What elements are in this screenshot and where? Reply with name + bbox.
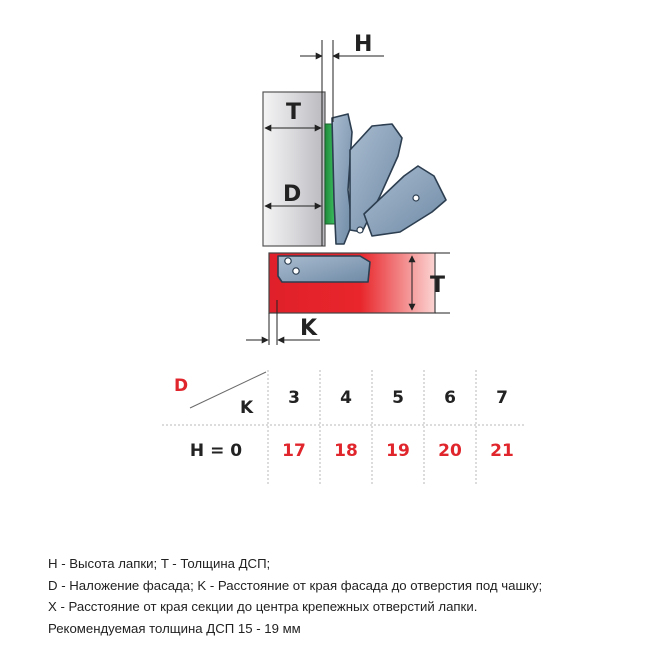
- k-label: K: [300, 316, 318, 341]
- hinge-screw: [292, 267, 300, 275]
- t-right-label: T: [430, 273, 445, 298]
- hinge-pivot: [412, 194, 420, 202]
- k-value: 4: [340, 388, 352, 408]
- corner-d-label: D: [174, 376, 189, 396]
- h-label: H: [354, 32, 372, 57]
- hinge-cup: [277, 255, 371, 283]
- d-label: D: [283, 182, 301, 207]
- table-grid: [162, 370, 526, 486]
- legend-line: D - Наложение фасада; K - Расстояние от …: [48, 577, 543, 593]
- legend: H - Высота лапки; T - Толщина ДСП; D - Н…: [48, 553, 658, 639]
- hinge-lever: [349, 123, 403, 233]
- h-value: 18: [334, 441, 358, 461]
- h-value: 20: [438, 441, 462, 461]
- k-value: 5: [392, 388, 404, 408]
- legend-line: Рекомендуемая толщина ДСП 15 - 19 мм: [48, 620, 301, 636]
- hinge-arm: [331, 113, 353, 245]
- corner-k-label: K: [240, 398, 254, 418]
- legend-line: H - Высота лапки; T - Толщина ДСП;: [48, 556, 271, 571]
- t-top-label: T: [286, 100, 301, 125]
- h-value: 21: [490, 441, 514, 461]
- side-panel: [262, 91, 326, 247]
- parameter-table: D K 3 4 5 6 7 H = 0 17 18 19 20 21: [160, 368, 528, 488]
- hinge-mechanism: [277, 113, 447, 283]
- t-right-dimension: [408, 252, 450, 314]
- k-value: 7: [496, 388, 508, 408]
- legend-line: X - Расстояние от края секции до центра …: [48, 599, 478, 614]
- k-value: 3: [288, 388, 300, 408]
- h-value: 19: [386, 441, 410, 461]
- hinge-pivot: [356, 226, 364, 234]
- hinge-link: [363, 165, 447, 237]
- k-value: 6: [444, 388, 456, 408]
- hinge-screw: [284, 257, 292, 265]
- h-dimension: [300, 40, 384, 246]
- k-dimension: [246, 300, 320, 345]
- h-row-label: H = 0: [189, 441, 243, 461]
- h-value: 17: [282, 441, 306, 461]
- hinge-diagram: H T D T K: [246, 32, 450, 345]
